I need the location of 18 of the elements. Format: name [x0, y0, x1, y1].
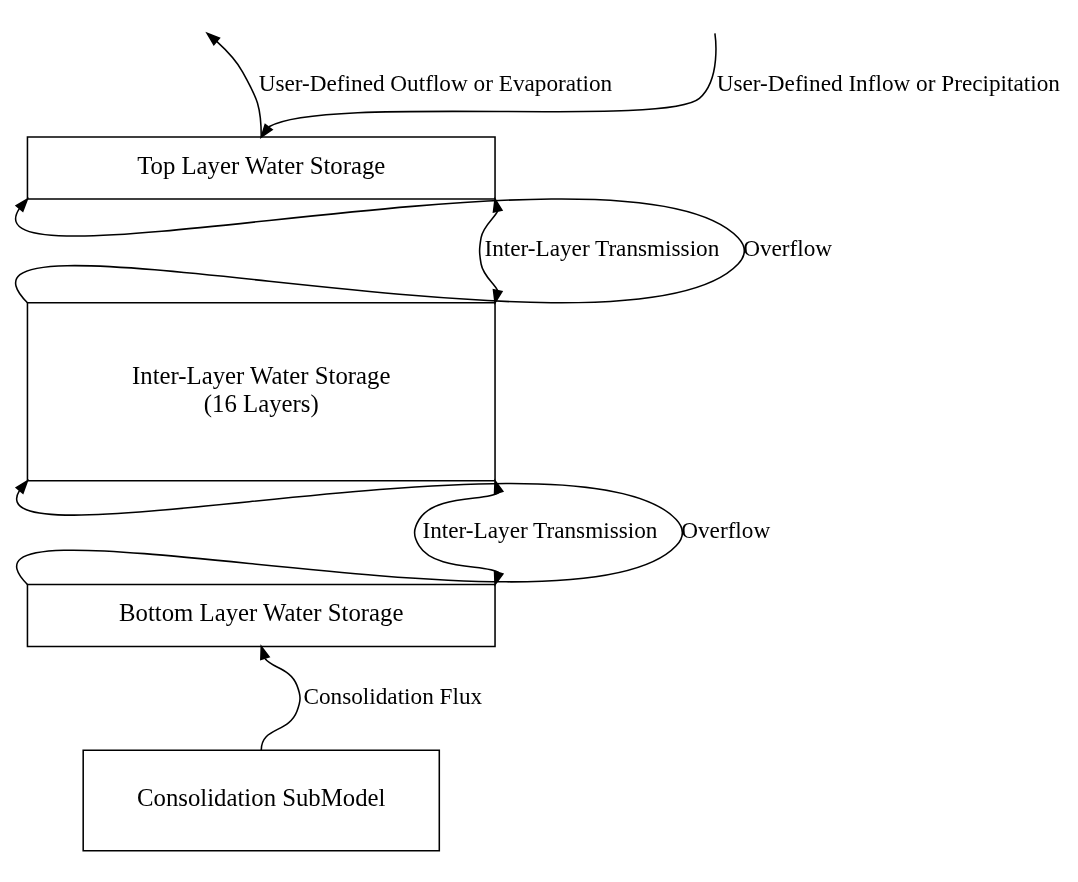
- arrow: [260, 643, 301, 751]
- arrow: [205, 31, 274, 139]
- edge-label: Inter-Layer Transmission: [484, 234, 720, 261]
- arrow: [259, 32, 717, 139]
- node-box: Consolidation SubModel: [82, 748, 441, 852]
- arrow: [14, 196, 745, 304]
- node-box: Inter-Layer Water Storage (16 Layers): [26, 301, 496, 482]
- arrow: [413, 478, 505, 587]
- edge-label: Consolidation Flux: [303, 682, 483, 709]
- edge-label: User-Defined Inflow or Precipitation: [716, 69, 1060, 96]
- node-box: Bottom Layer Water Storage: [26, 583, 496, 647]
- node-box: Top Layer Water Storage: [26, 135, 496, 200]
- edge-label: Overflow: [743, 234, 833, 261]
- edge-label: User-Defined Outflow or Evaporation: [258, 69, 613, 96]
- edge-label: Overflow: [681, 516, 771, 543]
- arrow: [14, 478, 683, 585]
- arrow: [478, 196, 504, 305]
- edge-label: Inter-Layer Transmission: [422, 516, 658, 543]
